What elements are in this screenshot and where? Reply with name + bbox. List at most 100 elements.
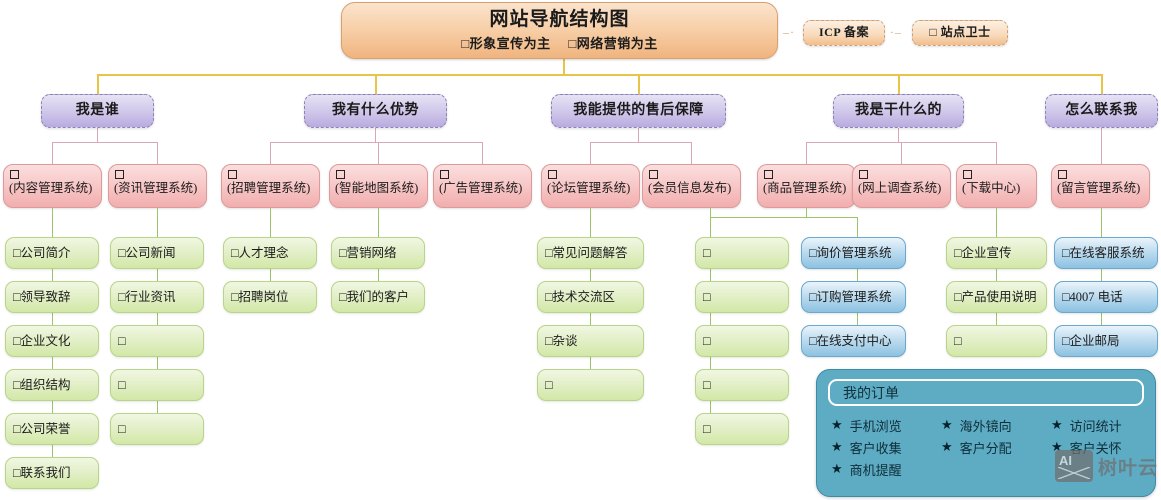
connector-leaf-5-1-b xyxy=(1101,313,1102,325)
leaf-node[interactable]: □联系我们 xyxy=(5,457,99,489)
leaf-node-blue[interactable]: □在线客服系统 xyxy=(1054,237,1158,269)
connector-leaf-1-1-e xyxy=(52,445,53,457)
leaf-node[interactable]: □人才理念 xyxy=(223,237,317,269)
system-node-5-1[interactable]: (留言管理系统) xyxy=(1051,164,1150,208)
order-panel-items: ★手机浏览 ★海外镜向 ★访问统计 ★客户收集 ★客户分配 ★客户关怀 ★商机提… xyxy=(831,414,1147,492)
connector-leaf-1-1-c xyxy=(52,357,53,369)
order-item[interactable]: ★ 海外镜向 xyxy=(941,416,1051,435)
connector-b1-down xyxy=(97,128,98,142)
connector-leaf-stem-4-1 xyxy=(710,208,711,237)
leaf-node[interactable]: □ xyxy=(695,325,789,357)
leaf-label: □ xyxy=(545,377,553,392)
leaf-node[interactable]: □领导致辞 xyxy=(5,281,99,313)
system-node-4-2[interactable]: (网上调查系统) xyxy=(852,164,951,208)
leaf-label: □订购管理系统 xyxy=(809,289,892,304)
star-icon: ★ xyxy=(941,417,953,432)
leaf-node[interactable]: □ xyxy=(946,325,1047,357)
system-node-2-3[interactable]: (广告管理系统) xyxy=(433,164,532,208)
leaf-node[interactable]: □营销网络 xyxy=(331,237,425,269)
system-2-1-label: (招聘管理系统) xyxy=(227,181,311,195)
system-node-2-2[interactable]: (智能地图系统) xyxy=(329,164,428,208)
star-icon: ★ xyxy=(831,439,843,454)
branch-node-1[interactable]: 我是谁 xyxy=(41,94,154,128)
leaf-node-blue[interactable]: □询价管理系统 xyxy=(801,237,906,269)
watermark-text: 树叶云 xyxy=(1098,457,1159,479)
system-node-1-2[interactable]: (资讯管理系统) xyxy=(108,164,207,208)
system-node-2-1[interactable]: (招聘管理系统) xyxy=(221,164,320,208)
order-item[interactable]: ★客户分配 xyxy=(941,438,1051,457)
root-subtitle: □形象宣传为主 □网络营销为主 xyxy=(454,35,664,52)
leaf-node[interactable]: □ xyxy=(695,413,789,445)
system-2-2-label: (智能地图系统) xyxy=(335,181,419,195)
order-item[interactable]: ★ 客户收集 xyxy=(831,438,941,457)
order-item[interactable]: ★商机提醒 xyxy=(831,460,941,479)
order-item-label: 海外镜向 xyxy=(959,418,1012,434)
leaf-node[interactable]: □公司简介 xyxy=(5,237,99,269)
system-node-3-2[interactable]: (会员信息发布) xyxy=(642,164,741,208)
connector-b3-bus xyxy=(590,142,691,143)
order-panel-header[interactable]: 我的订单 xyxy=(828,379,1144,406)
leaf-node[interactable]: □公司荣誉 xyxy=(5,413,99,445)
root-subtitle-right: □网络营销为主 xyxy=(568,35,658,51)
order-item[interactable]: ★手机浏览 xyxy=(831,416,941,435)
connector-leaf-stem-4-3 xyxy=(996,208,997,237)
leaf-node[interactable]: □ xyxy=(695,237,789,269)
order-item-label: 客户收集 xyxy=(849,440,902,456)
leaf-label: □ xyxy=(954,333,962,348)
connector-bus-b2 xyxy=(375,74,377,94)
leaf-label: □公司荣誉 xyxy=(13,421,71,436)
checkbox-icon xyxy=(649,170,658,179)
leaf-node[interactable]: □招聘岗位 xyxy=(223,281,317,313)
leaf-label: □ xyxy=(118,377,126,392)
leaf-node[interactable]: □ xyxy=(537,369,644,401)
connector-b2-bus xyxy=(270,142,482,143)
connector-5-1-blue xyxy=(1101,208,1102,237)
badge-icp[interactable]: ICP 备案 xyxy=(803,20,885,46)
system-node-4-1[interactable]: (商品管理系统) xyxy=(757,164,856,208)
leaf-node[interactable]: □常见问题解答 xyxy=(537,237,644,269)
branch-node-4[interactable]: 我是干什么的 xyxy=(833,94,964,128)
watermark-mark: AI xyxy=(1059,453,1072,468)
system-node-4-3[interactable]: (下载中心) xyxy=(956,164,1037,208)
connector-b2-c3 xyxy=(482,142,483,164)
leaf-node[interactable]: □技术交流区 xyxy=(537,281,644,313)
leaf-node[interactable]: □产品使用说明 xyxy=(946,281,1047,313)
leaf-node[interactable]: □公司新闻 xyxy=(110,237,204,269)
leaf-node[interactable]: □ xyxy=(110,325,204,357)
connector-leaf-4-2-b xyxy=(996,313,997,325)
system-4-1-label: (商品管理系统) xyxy=(763,181,847,195)
badge-site-guard[interactable]: □ 站点卫士 xyxy=(912,20,1008,46)
leaf-node[interactable]: □行业资讯 xyxy=(110,281,204,313)
connector-leaf-stem-1-2 xyxy=(157,208,158,237)
system-node-1-1[interactable]: (内容管理系统) xyxy=(3,164,102,208)
branch-node-3[interactable]: 我能提供的售后保障 xyxy=(551,94,726,128)
badge-icp-label: ICP 备案 xyxy=(818,25,869,40)
leaf-node[interactable]: □组织结构 xyxy=(5,369,99,401)
system-node-3-1[interactable]: (论坛管理系统) xyxy=(541,164,640,208)
leaf-node-blue[interactable]: □4007 电话 xyxy=(1054,281,1158,313)
leaf-node[interactable]: □ xyxy=(695,369,789,401)
leaf-node[interactable]: □ xyxy=(695,281,789,313)
order-item[interactable]: ★访问统计 xyxy=(1051,416,1147,435)
connector-leaf-4-1-b xyxy=(710,313,711,325)
leaf-node-blue[interactable]: □订购管理系统 xyxy=(801,281,906,313)
branch-node-5[interactable]: 怎么联系我 xyxy=(1045,94,1158,128)
leaf-node[interactable]: □ xyxy=(110,369,204,401)
leaf-label: □公司新闻 xyxy=(118,245,176,260)
checkbox-icon xyxy=(440,170,449,179)
connector-4-1-bus xyxy=(710,217,857,218)
leaf-node[interactable]: □ xyxy=(110,413,204,445)
leaf-node[interactable]: □企业宣传 xyxy=(946,237,1047,269)
leaf-node[interactable]: □企业文化 xyxy=(5,325,99,357)
leaf-node-blue[interactable]: □企业邮局 xyxy=(1054,325,1158,357)
leaf-label: □产品使用说明 xyxy=(954,289,1037,304)
leaf-node[interactable]: □我们的客户 xyxy=(331,281,425,313)
leaf-label: □杂谈 xyxy=(545,333,578,348)
branch-node-2[interactable]: 我有什么优势 xyxy=(304,94,447,128)
leaf-label: □行业资讯 xyxy=(118,289,176,304)
order-item-label: 访问统计 xyxy=(1069,418,1122,434)
connector-leaf-1-1-d xyxy=(52,401,53,413)
connector-leaf-1-1-b xyxy=(52,313,53,325)
leaf-node[interactable]: □杂谈 xyxy=(537,325,644,357)
leaf-node-blue[interactable]: □在线支付中心 xyxy=(801,325,906,357)
